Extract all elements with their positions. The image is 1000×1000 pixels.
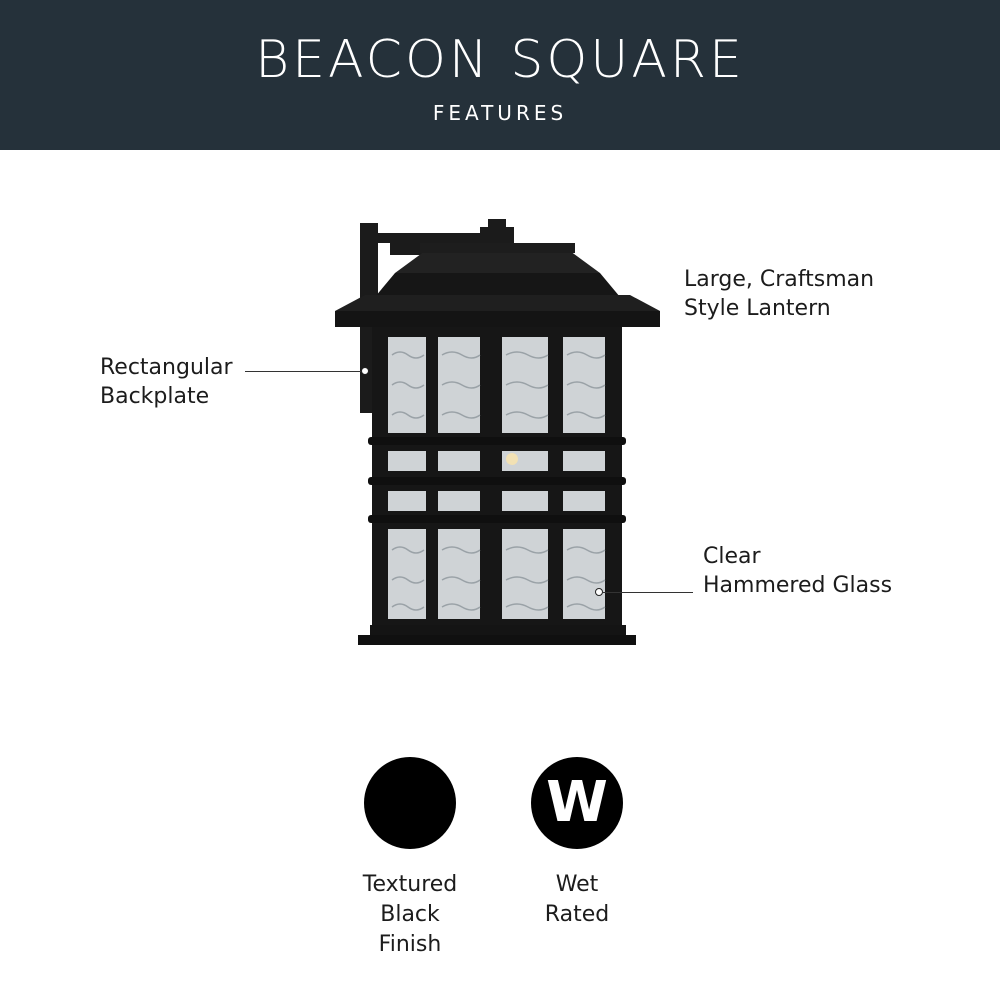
wet-rated-letter: W <box>546 770 608 835</box>
callout-backplate-line2: Backplate <box>100 384 210 409</box>
wet-label-line1: Wet <box>555 872 599 897</box>
finish-label: Textured Black Finish <box>330 870 490 960</box>
callout-lantern-style-line2: Style Lantern <box>684 296 831 321</box>
backplate-leader-dot <box>361 367 369 375</box>
callout-backplate-line1: Rectangular <box>100 355 233 380</box>
callout-glass-line1: Clear <box>703 544 761 569</box>
finish-label-line2: Black <box>380 902 440 927</box>
callout-backplate: Rectangular Backplate <box>100 353 233 411</box>
callout-lantern-style-line1: Large, Craftsman <box>684 267 875 292</box>
finish-label-line3: Finish <box>378 932 442 957</box>
callout-glass-line2: Hammered Glass <box>703 573 893 598</box>
lantern-product-image <box>335 219 660 645</box>
features-subtitle: FEATURES <box>432 101 568 125</box>
wet-rated-label: Wet Rated <box>497 870 657 930</box>
wet-label-line2: Rated <box>544 902 610 927</box>
wet-rated-icon: W <box>531 757 623 849</box>
header-banner: BEACON SQUARE FEATURES <box>0 0 1000 150</box>
black-finish-swatch-icon <box>364 757 456 849</box>
glass-leader-dot <box>595 588 603 596</box>
glass-leader-line <box>603 592 693 593</box>
backplate-leader-line <box>245 371 362 372</box>
product-title: BEACON SQUARE <box>255 30 745 90</box>
finish-label-line1: Textured <box>362 872 458 897</box>
callout-lantern-style: Large, Craftsman Style Lantern <box>684 265 874 323</box>
callout-glass: Clear Hammered Glass <box>703 542 892 600</box>
